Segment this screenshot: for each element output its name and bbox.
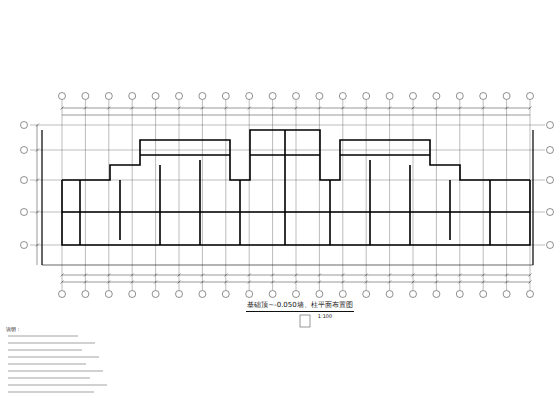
scale-label: 1:100 [318,313,332,319]
drawing-title: 基础顶~-0.050墙、柱平面布置图 [246,300,353,310]
notes-heading: 说明： [6,326,21,332]
title-underline [246,311,353,312]
